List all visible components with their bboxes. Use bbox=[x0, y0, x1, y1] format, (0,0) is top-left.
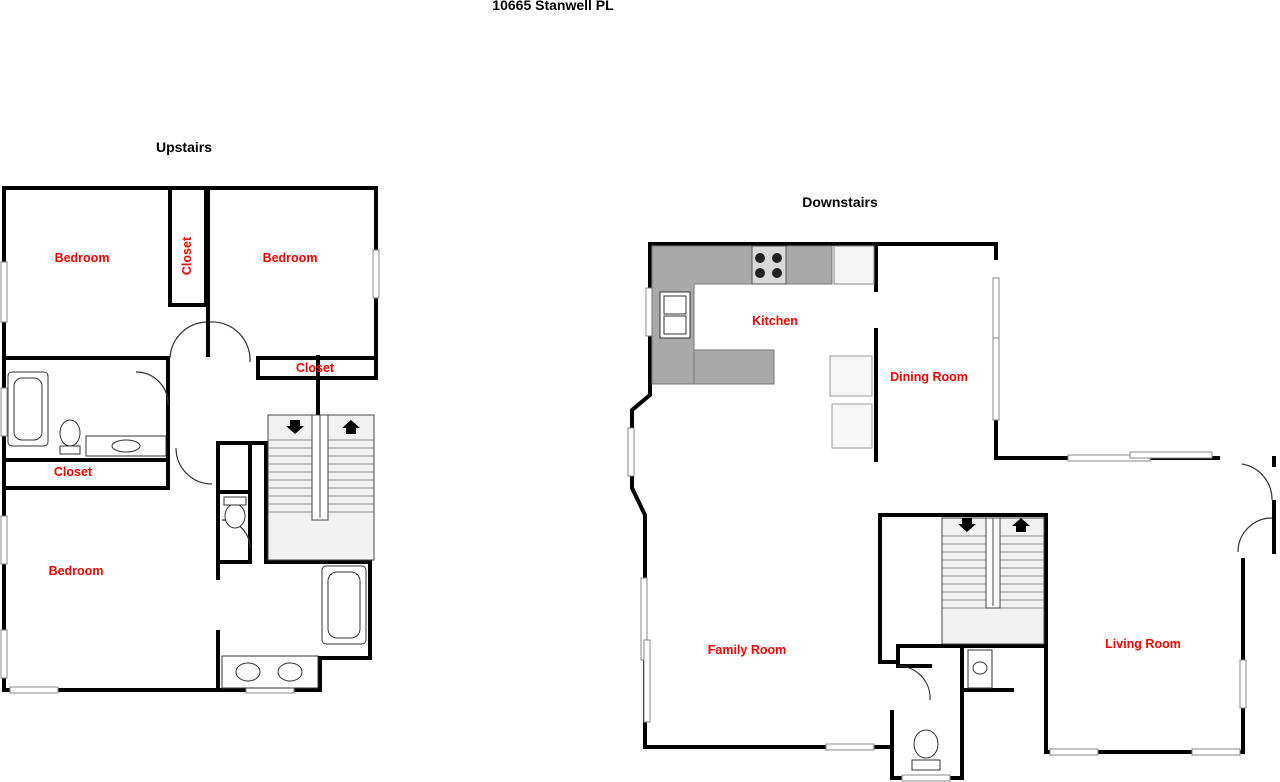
downstairs-title: Downstairs bbox=[802, 194, 878, 210]
room-label-bedroom-upper-right: Bedroom bbox=[263, 251, 318, 265]
window bbox=[627, 427, 635, 477]
staircase bbox=[267, 414, 375, 561]
window bbox=[1191, 748, 1241, 756]
arrow-down-icon bbox=[958, 518, 976, 532]
sink-icon bbox=[277, 662, 303, 682]
door-swing bbox=[1237, 517, 1273, 553]
window bbox=[1239, 659, 1247, 709]
room-label-living-room: Living Room bbox=[1105, 637, 1181, 651]
window bbox=[372, 249, 380, 299]
arrow-up-icon bbox=[1012, 518, 1030, 532]
window bbox=[0, 629, 8, 679]
window bbox=[901, 774, 951, 782]
window bbox=[0, 387, 8, 437]
window bbox=[0, 515, 8, 565]
window bbox=[825, 743, 875, 751]
washer-icon bbox=[829, 355, 873, 397]
room-label-closet-vertical: Closet bbox=[180, 236, 194, 275]
window bbox=[9, 686, 59, 694]
door-swing bbox=[175, 447, 213, 485]
window bbox=[0, 261, 8, 323]
window bbox=[1049, 748, 1099, 756]
window bbox=[1129, 451, 1213, 459]
toilet-icon bbox=[913, 729, 939, 759]
door-swing bbox=[135, 371, 169, 406]
toilet-tank bbox=[59, 445, 81, 455]
window bbox=[645, 287, 653, 337]
door-swing bbox=[209, 321, 251, 363]
room-label-bedroom-lower: Bedroom bbox=[49, 564, 104, 578]
upstairs-title: Upstairs bbox=[155, 139, 213, 155]
door-swing bbox=[1241, 463, 1273, 501]
toilet-icon bbox=[59, 419, 81, 447]
sink-icon bbox=[111, 439, 141, 453]
downstairs-plan bbox=[627, 242, 1276, 782]
room-label-closet-hall: Closet bbox=[296, 361, 335, 375]
bathtub-basin bbox=[327, 571, 361, 639]
kitchen-island bbox=[693, 349, 775, 385]
stove-icon bbox=[751, 245, 787, 285]
dryer-icon bbox=[831, 403, 873, 449]
door-swing bbox=[897, 665, 931, 701]
plan-address-title: 10665 Stanwell PL bbox=[492, 0, 614, 13]
bathtub-basin bbox=[13, 377, 43, 441]
refrigerator-icon bbox=[833, 245, 875, 285]
room-label-dining-room: Dining Room bbox=[890, 370, 968, 384]
toilet-icon bbox=[224, 503, 246, 529]
toilet-tank bbox=[911, 759, 941, 771]
window bbox=[643, 639, 651, 723]
arrow-up-icon bbox=[342, 420, 360, 434]
sink-icon bbox=[235, 662, 261, 682]
staircase bbox=[941, 517, 1045, 645]
kitchen-counter bbox=[651, 245, 833, 385]
room-label-family-room: Family Room bbox=[708, 643, 787, 657]
room-label-closet-bath: Closet bbox=[54, 465, 93, 479]
toilet-tank bbox=[223, 496, 247, 506]
arrow-down-icon bbox=[286, 420, 304, 434]
window bbox=[992, 337, 1000, 421]
door-swing bbox=[169, 321, 207, 359]
room-label-bedroom-upper-left: Bedroom bbox=[55, 251, 110, 265]
room-label-kitchen: Kitchen bbox=[752, 314, 798, 328]
upstairs-plan bbox=[0, 186, 380, 694]
